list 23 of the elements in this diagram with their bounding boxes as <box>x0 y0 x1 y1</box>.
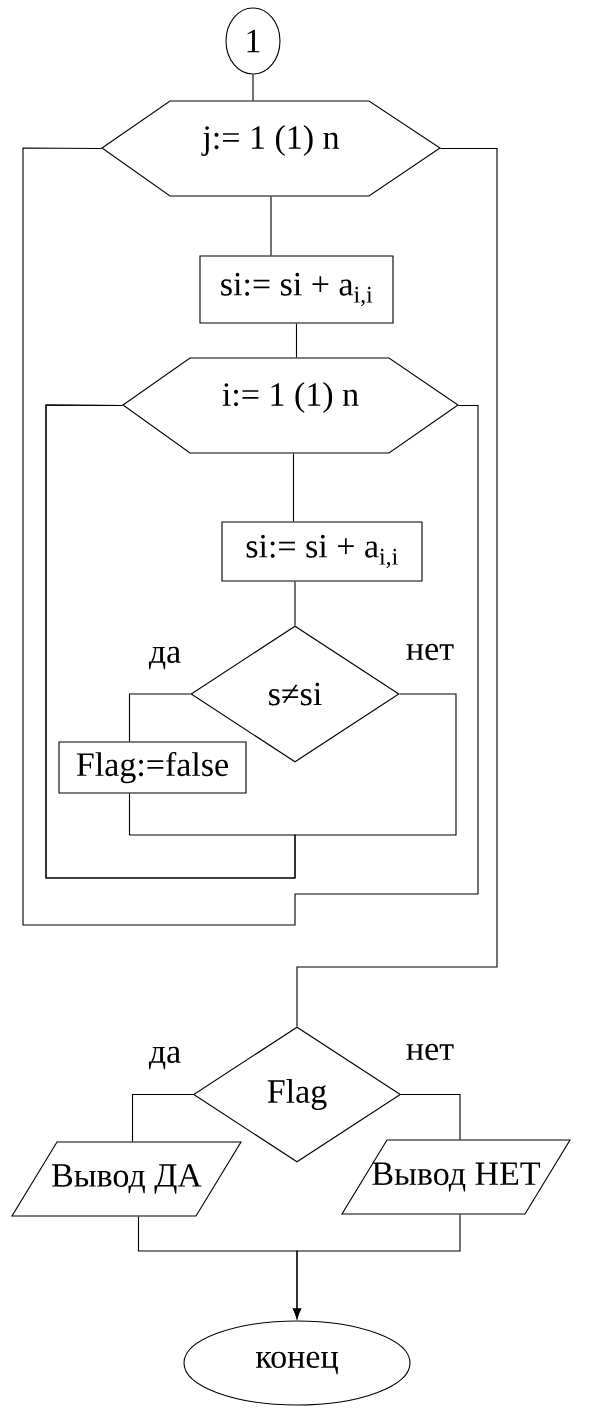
process-box: si:= si + a$_{i,i}$ <box>199 255 394 324</box>
connector-line <box>22 147 479 926</box>
process-box: si:= si + a$_{i,i}$ <box>221 521 423 582</box>
connector-line <box>296 147 498 1027</box>
connector-line <box>131 1093 194 1142</box>
loop-hexagon: j:= 1 (1) n <box>101 100 441 197</box>
connector-line <box>400 1093 461 1140</box>
connector-line <box>252 74 254 101</box>
edge-label: нет <box>404 1042 456 1062</box>
connector-line <box>295 323 298 358</box>
output-parallelogram: Вывод ДА <box>11 1141 242 1217</box>
edge-label: да <box>147 1045 183 1071</box>
edge-label: нет <box>404 642 456 662</box>
connector-line <box>294 581 296 626</box>
connector-line <box>128 693 191 742</box>
connector-line <box>292 453 295 522</box>
loop-hexagon: i:= 1 (1) n <box>122 357 459 454</box>
connector-line <box>270 196 272 256</box>
arrow <box>292 1214 461 1319</box>
process-box: Flag:=false <box>58 741 247 794</box>
output-parallelogram: Вывод НЕТ <box>341 1139 571 1215</box>
connector-line <box>45 404 457 879</box>
edge-label: да <box>147 645 183 671</box>
